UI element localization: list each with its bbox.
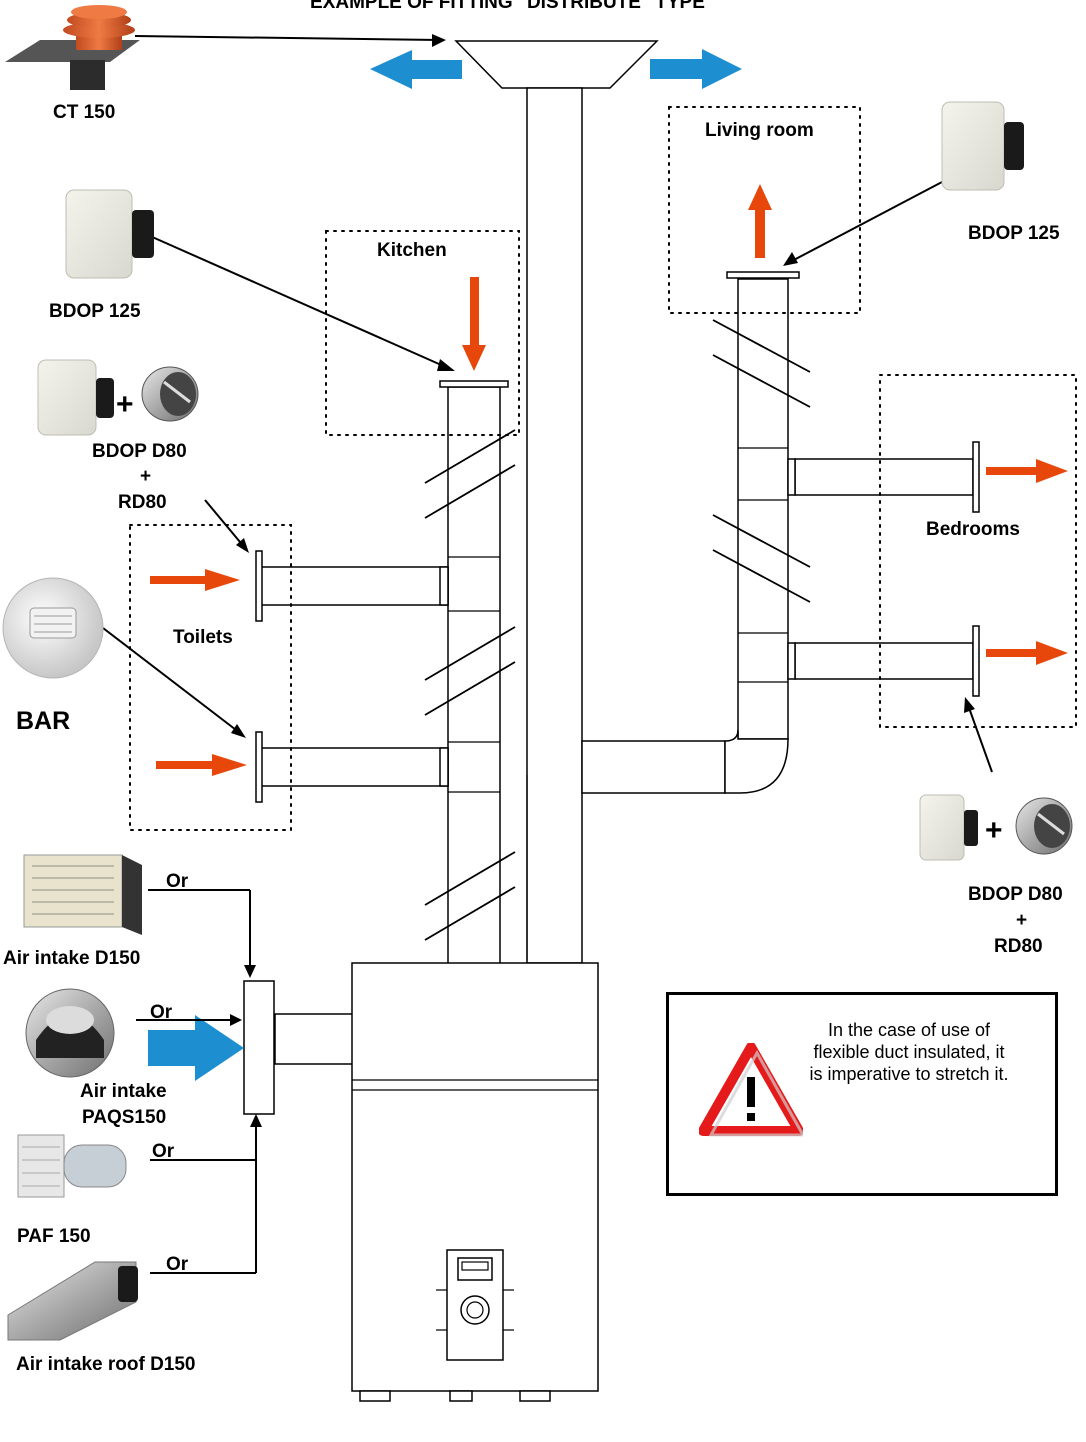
ct150-roof-cap-image bbox=[5, 5, 140, 90]
label-bedrooms: Bedrooms bbox=[926, 519, 1020, 540]
air-intake-paqs150-image bbox=[25, 988, 115, 1078]
extract-arrow-toilet-lower bbox=[156, 754, 247, 776]
ventilation-unit bbox=[351, 962, 599, 1402]
label-or-3: Or bbox=[152, 1141, 175, 1162]
extract-arrow-bedroom-upper bbox=[986, 459, 1068, 483]
label-bdop-d80-left-plus: + bbox=[140, 466, 151, 487]
label-air-intake-paqs-line2: PAQS150 bbox=[82, 1107, 166, 1128]
rd80-left-image bbox=[141, 366, 199, 422]
label-bdop-d80-right-line2: RD80 bbox=[994, 936, 1043, 957]
toilet-branch-upper bbox=[260, 566, 449, 606]
extract-arrow-toilet-upper bbox=[150, 569, 240, 591]
bedroom-branch-lower bbox=[794, 642, 974, 680]
label-bar: BAR bbox=[16, 707, 70, 735]
label-or-4: Or bbox=[166, 1254, 189, 1275]
kitchen-zone bbox=[325, 230, 520, 436]
label-bdop125-left: BDOP 125 bbox=[49, 301, 141, 322]
bar-grille-image bbox=[2, 577, 104, 679]
label-bdop-d80-right-plus: + bbox=[1016, 910, 1027, 931]
bdop125-left-image bbox=[65, 189, 154, 279]
label-living-room: Living room bbox=[705, 120, 814, 141]
label-or-2: Or bbox=[150, 1002, 173, 1023]
label-air-intake-d150: Air intake D150 bbox=[3, 948, 140, 969]
label-toilets: Toilets bbox=[173, 627, 233, 648]
bdop-d80-right-image bbox=[919, 794, 978, 861]
label-kitchen: Kitchen bbox=[377, 240, 447, 261]
label-bdop125-right: BDOP 125 bbox=[968, 223, 1060, 244]
paf150-image bbox=[17, 1134, 127, 1198]
warning-triangle-icon bbox=[699, 1043, 803, 1137]
extract-arrow-living-room bbox=[748, 184, 772, 258]
air-intake-d150-image bbox=[23, 854, 142, 935]
rd80-right-image bbox=[1015, 797, 1073, 855]
air-intake-roof-d150-image bbox=[7, 1261, 138, 1341]
warning-note-text: In the case of use of flexible duct insu… bbox=[809, 1020, 1009, 1084]
supply-arrow-right bbox=[650, 49, 742, 89]
bdop125-right-image bbox=[941, 101, 1024, 191]
toilet-branch-lower bbox=[260, 747, 449, 787]
label-air-intake-roof-d150: Air intake roof D150 bbox=[16, 1354, 196, 1375]
duct-break-marks bbox=[424, 319, 811, 941]
label-air-intake-paqs-line1: Air intake bbox=[80, 1081, 167, 1102]
supply-arrow-air-intake bbox=[148, 1015, 244, 1081]
extract-arrow-kitchen bbox=[462, 277, 486, 371]
label-bdop-d80-left-line2: RD80 bbox=[118, 492, 167, 513]
supply-arrow-left bbox=[370, 50, 462, 89]
label-ct150: CT 150 bbox=[53, 102, 115, 123]
living-room-riser-duct bbox=[737, 278, 789, 740]
plus-sign-left: + bbox=[116, 388, 134, 421]
warning-note-box: In the case of use of flexible duct insu… bbox=[666, 992, 1058, 1196]
toilets-zone bbox=[129, 524, 292, 831]
air-intake-duct bbox=[274, 1013, 366, 1065]
diagram-title: EXAMPLE OF FITTING "DISTRIBUTE" TYPE bbox=[310, 0, 705, 13]
label-bdop-d80-left-line1: BDOP D80 bbox=[92, 441, 187, 462]
plus-sign-right: + bbox=[985, 814, 1003, 847]
living-room-zone bbox=[668, 106, 861, 314]
main-riser-duct bbox=[526, 87, 583, 964]
duct-elbow-right bbox=[724, 729, 789, 794]
bdop-d80-left-image bbox=[37, 359, 114, 436]
bedrooms-zone bbox=[879, 374, 1077, 728]
roof-funnel bbox=[454, 40, 659, 89]
label-bdop-d80-right-line1: BDOP D80 bbox=[968, 884, 1063, 905]
extract-arrow-bedroom-lower bbox=[986, 641, 1068, 665]
bedroom-collector-duct bbox=[581, 740, 726, 794]
label-or-1: Or bbox=[166, 871, 189, 892]
bedroom-branch-upper bbox=[794, 458, 974, 496]
label-paf150: PAF 150 bbox=[17, 1226, 91, 1247]
